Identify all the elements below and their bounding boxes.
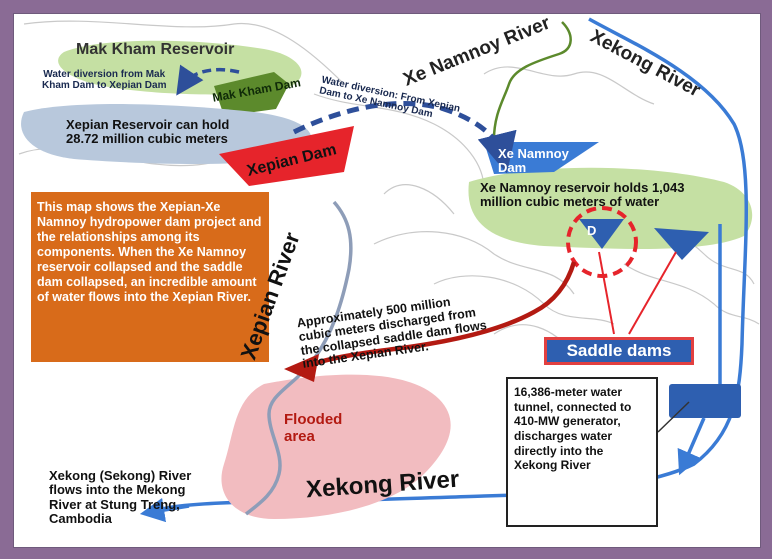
xe-namnoy-reservoir-label: Xe Namnoy reservoir holds 1,043 million …: [480, 180, 685, 210]
saddle-dam-left: [579, 219, 624, 249]
mak-kham-diversion-arrow: [176, 64, 240, 96]
generator-outflow-line: [677, 417, 706, 476]
xepian-reservoir-shape: [21, 104, 312, 164]
discharge-arrow-line: [308, 261, 577, 369]
contour-line: [623, 263, 760, 325]
dam-marker-label: D: [587, 223, 597, 238]
info-box: This map shows the Xepian-Xe Namnoy hydr…: [31, 192, 269, 362]
collapsed-saddle-dam-circle: [566, 206, 638, 278]
contour-line: [23, 20, 345, 85]
tunnel-pointer-line: [657, 401, 690, 433]
xe-namnoy-river-line: [492, 21, 572, 140]
saddle-pointer-right: [628, 251, 677, 335]
xepian-river-line: [244, 200, 353, 516]
mak-kham-dam-shape: [214, 72, 289, 116]
flooded-area-shape: [221, 374, 451, 519]
contour-line: [373, 231, 575, 295]
contour-line: [383, 184, 455, 215]
saddle-pointer-left: [598, 251, 615, 335]
map-frame: Mak Kham Reservoir Water diversion from …: [13, 13, 761, 548]
flooded-area-label: Flooded area: [284, 411, 343, 445]
xepian-diversion-arrow: [292, 101, 517, 174]
mak-kham-reservoir-label: Mak Kham Reservoir: [76, 41, 235, 58]
generator-block: [669, 384, 741, 418]
contour-line: [313, 93, 485, 190]
xe-namnoy-dam-label: Xe Namnoy Dam: [498, 146, 569, 176]
xepian-dam-shape: [219, 126, 354, 186]
mekong-note-label: Xekong (Sekong) River flows into the Mek…: [49, 468, 192, 526]
saddle-dams-label: Saddle dams: [544, 337, 694, 365]
contour-line: [483, 66, 655, 105]
mak-kham-diversion-label: Water diversion from Mak Kham Dam to Xep…: [42, 69, 167, 91]
tunnel-info-box: 16,386-meter water tunnel, connected to …: [506, 377, 658, 527]
discharge-arrow-head: [284, 354, 319, 382]
map-canvas: [18, 17, 760, 523]
saddle-dam-right: [654, 228, 709, 260]
xepian-reservoir-label: Xepian Reservoir can hold 28.72 million …: [66, 117, 230, 147]
xekong-river-arrow: [139, 497, 190, 523]
